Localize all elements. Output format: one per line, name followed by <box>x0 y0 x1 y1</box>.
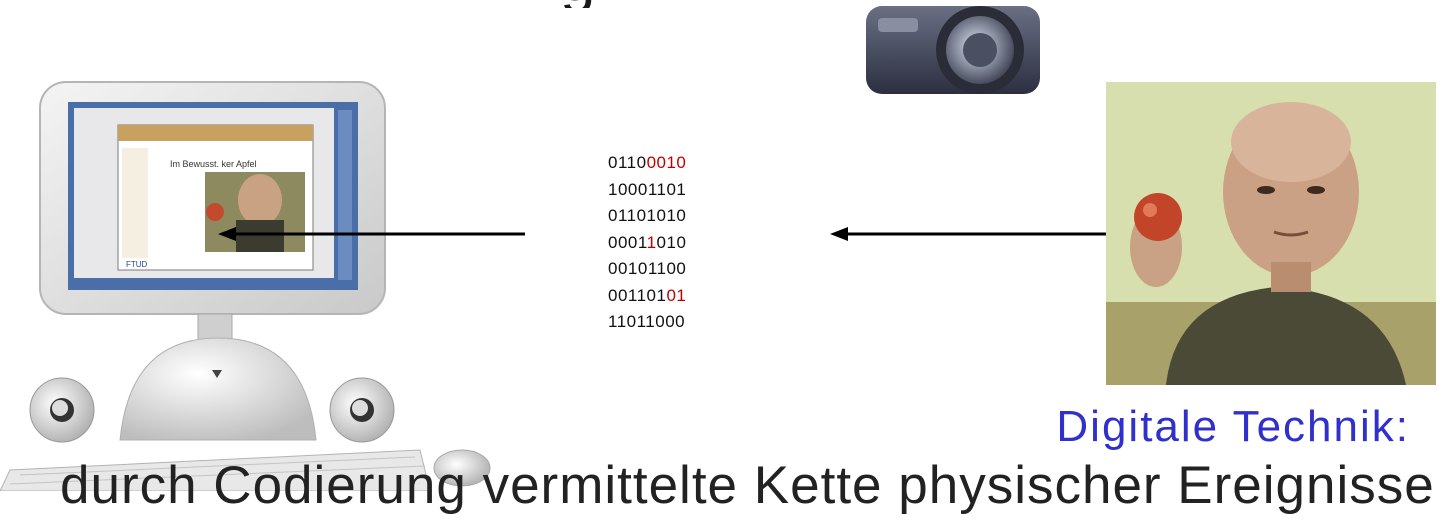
binary-line: 01100010 <box>608 150 686 177</box>
bits: 0001 <box>608 232 647 252</box>
svg-text:Im Bewusst. ker Apfel: Im Bewusst. ker Apfel <box>170 159 257 169</box>
bits: 11011000 <box>608 312 686 331</box>
bits: 01101010 <box>608 206 687 225</box>
page-title: g <box>560 0 680 8</box>
bits: 001101 <box>608 285 667 305</box>
binary-line: 11011000 <box>608 309 686 336</box>
heading: Digitale Technik: <box>1056 402 1410 451</box>
highlighted-bits: 0010 <box>646 153 687 172</box>
svg-text:FTUD: FTUD <box>126 260 148 269</box>
highlighted-bits: 1 <box>646 232 657 252</box>
arrow-left <box>218 227 525 241</box>
bits: 10001101 <box>608 179 687 199</box>
bits: 010 <box>656 232 687 252</box>
person-photo <box>1106 82 1436 385</box>
binary-line: 00101100 <box>608 256 686 283</box>
bits: 0110 <box>608 153 647 172</box>
highlighted-bits: 01 <box>666 285 687 305</box>
binary-line: 00011010 <box>608 230 686 257</box>
bits: 00101100 <box>608 259 687 278</box>
binary-line: 01101010 <box>608 203 686 230</box>
computer-icon: Im Bewusst. ker Apfel FTUD <box>0 81 491 491</box>
caption: durch Codierung vermittelte Kette physis… <box>60 456 1435 515</box>
camera-icon <box>866 6 1040 94</box>
binary-line: 10001101 <box>608 177 686 204</box>
binary-line: 00110101 <box>608 283 686 310</box>
